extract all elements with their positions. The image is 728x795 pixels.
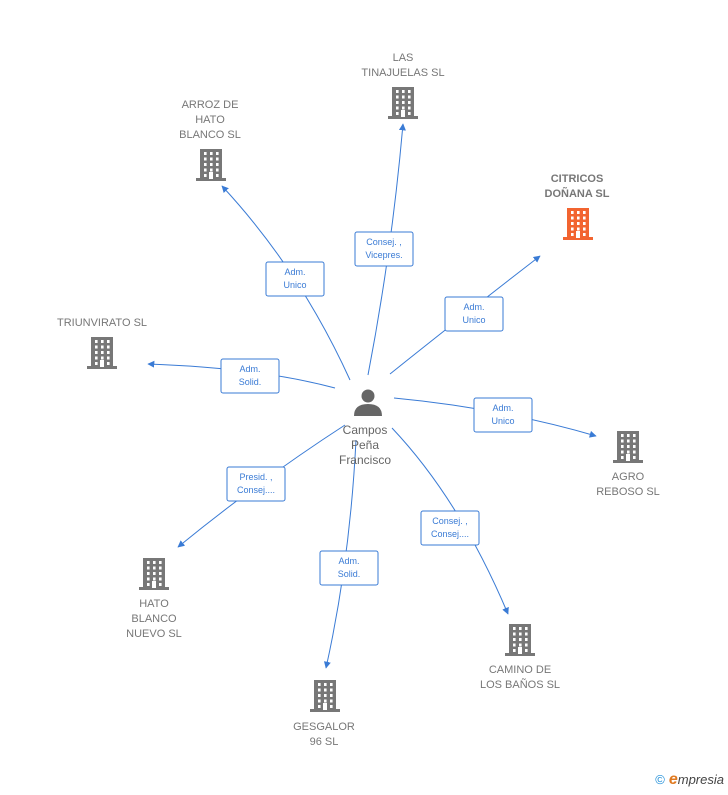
person-icon <box>354 389 382 416</box>
edge-label-line: Adm. <box>284 267 305 277</box>
building-icon[interactable] <box>505 624 535 656</box>
person-name-line[interactable]: Francisco <box>339 453 391 467</box>
company-node-agro-reboso[interactable]: AGRO REBOSO SL <box>596 431 660 498</box>
company-name-line[interactable]: LAS <box>393 52 414 64</box>
edge-label-las-tinajuelas[interactable]: Consej. , Vicepres. <box>354 231 414 267</box>
building-icon[interactable] <box>388 87 418 119</box>
edge-label-line: Consej.... <box>237 485 275 495</box>
copyright-symbol: © <box>655 772 665 787</box>
company-name-line[interactable]: BLANCO SL <box>179 129 241 141</box>
edge-label-line: Solid. <box>239 377 262 387</box>
company-name-line[interactable]: TRIUNVIRATO SL <box>57 317 147 329</box>
company-node-hato-blanco-nuevo[interactable]: HATO BLANCO NUEVO SL <box>126 558 182 640</box>
company-name-line[interactable]: 96 SL <box>310 736 339 748</box>
person-name-line[interactable]: Peña <box>351 438 379 452</box>
company-node-triunvirato[interactable]: TRIUNVIRATO SL <box>57 317 147 369</box>
edge-label-gesgalor[interactable]: Adm. Solid. <box>319 550 379 586</box>
edge-label-line: Adm. <box>239 364 260 374</box>
company-node-gesgalor[interactable]: GESGALOR 96 SL <box>293 680 355 748</box>
person-name-line[interactable]: Campos <box>343 423 388 437</box>
company-name-line[interactable]: REBOSO SL <box>596 486 660 498</box>
company-node-camino-de-los-banos[interactable]: CAMINO DE LOS BAÑOS SL <box>480 624 560 691</box>
edge-label-line: Adm. <box>463 302 484 312</box>
company-node-las-tinajuelas[interactable]: LAS TINAJUELAS SL <box>361 52 445 119</box>
company-name-line[interactable]: HATO <box>195 114 225 126</box>
edge-label-citricos-donana[interactable]: Adm. Unico <box>444 296 504 332</box>
edge-label-hato-blanco-nuevo[interactable]: Presid. , Consej.... <box>226 466 286 502</box>
company-name-line[interactable]: TINAJUELAS SL <box>361 67 444 79</box>
building-icon[interactable] <box>196 149 226 181</box>
edge-label-line: Consej. , <box>432 516 468 526</box>
building-icon[interactable] <box>310 680 340 712</box>
brand-logo-text: mpresia <box>677 772 724 787</box>
edge-label-line: Solid. <box>338 569 361 579</box>
edge-label-line: Unico <box>491 416 514 426</box>
edge-label-line: Consej. , <box>366 237 402 247</box>
company-name-line[interactable]: AGRO <box>612 471 645 483</box>
company-name-line[interactable]: LOS BAÑOS SL <box>480 678 560 691</box>
edge-label-arroz-de-hato[interactable]: Adm. Unico <box>265 261 325 297</box>
company-name-line[interactable]: CAMINO DE <box>489 664 551 676</box>
building-icon[interactable] <box>139 558 169 590</box>
edge-label-triunvirato[interactable]: Adm. Solid. <box>220 358 280 394</box>
edge-label-line: Consej.... <box>431 529 469 539</box>
edge-label-agro-reboso[interactable]: Adm. Unico <box>473 397 533 433</box>
edge-label-line: Unico <box>462 315 485 325</box>
company-name-line[interactable]: BLANCO <box>131 613 177 625</box>
company-node-citricos-donana[interactable]: CITRICOS DOÑANA SL <box>545 173 610 240</box>
edge-label-line: Vicepres. <box>365 250 402 260</box>
edge-label-line: Unico <box>283 280 306 290</box>
company-node-arroz-de-hato[interactable]: ARROZ DE HATO BLANCO SL <box>179 99 241 181</box>
brand-logo-initial: e <box>668 771 678 788</box>
company-name-line[interactable]: NUEVO SL <box>126 628 182 640</box>
brand-footer: ©empresia <box>655 771 724 789</box>
company-name-line[interactable]: DOÑANA SL <box>545 187 610 200</box>
building-icon[interactable] <box>563 208 593 240</box>
edge-label-line: Adm. <box>492 403 513 413</box>
building-icon[interactable] <box>613 431 643 463</box>
edge-label-line: Presid. , <box>239 472 272 482</box>
company-name-line[interactable]: GESGALOR <box>293 721 355 733</box>
company-name-line[interactable]: CITRICOS <box>551 173 604 185</box>
company-name-line[interactable]: ARROZ DE <box>182 99 239 111</box>
company-name-line[interactable]: HATO <box>139 598 169 610</box>
building-icon[interactable] <box>87 337 117 369</box>
edge-label-camino-de-los-banos[interactable]: Consej. , Consej.... <box>420 510 480 546</box>
edge-label-line: Adm. <box>338 556 359 566</box>
